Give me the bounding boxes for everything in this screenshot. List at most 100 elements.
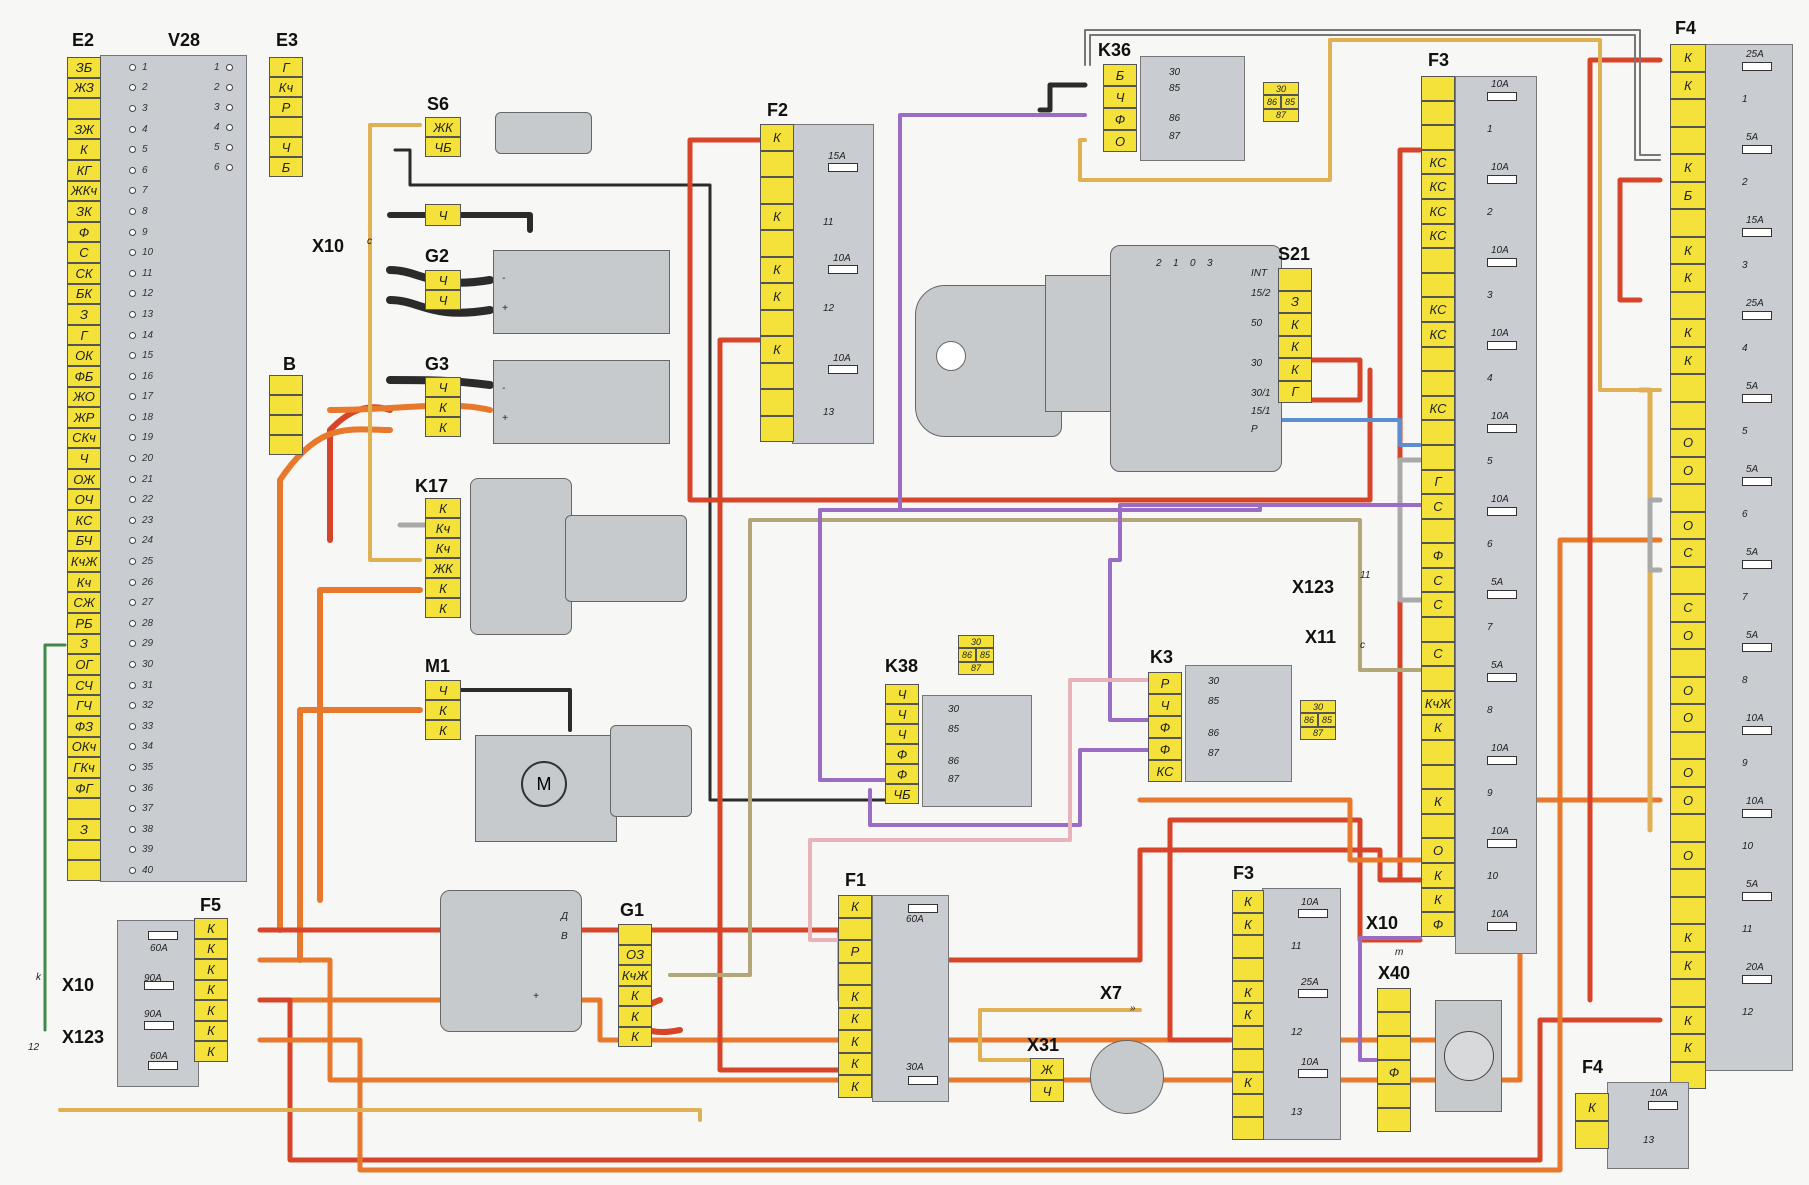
wire — [297, 707, 423, 963]
circuit-number: 9 — [1742, 757, 1748, 769]
connector-cell — [1670, 209, 1706, 237]
circuit-number: 8 — [1742, 674, 1748, 686]
fuse-rating: 5A — [1746, 879, 1759, 890]
x123-left-label: X123 — [62, 1027, 105, 1047]
starter-relay-k17 — [470, 478, 572, 635]
ignition-key — [915, 285, 1062, 437]
pin-number: 1 — [129, 57, 153, 78]
wire — [458, 688, 572, 732]
connector-cell — [1377, 1036, 1411, 1060]
connector-cell: Б — [1103, 64, 1137, 86]
pin-number: 1 — [214, 57, 233, 77]
connector-cell: К — [1421, 715, 1455, 741]
pin-number: 16 — [129, 366, 153, 387]
connector-cell: Б — [1670, 181, 1706, 209]
pin-number: 38 — [129, 819, 153, 840]
wire — [1637, 387, 1653, 833]
wire — [1037, 82, 1088, 113]
fuse-element — [1742, 145, 1772, 154]
g2-plus: + — [502, 303, 508, 314]
battery-g3: - + — [493, 360, 670, 444]
connector-cell: К — [1278, 358, 1312, 381]
pin-number: 25 — [129, 551, 153, 572]
circuit-number: 2 — [1487, 206, 1493, 218]
e3-label: E3 — [276, 30, 299, 50]
wire — [687, 137, 1373, 503]
pin-number: 20 — [129, 448, 153, 469]
connector-cell: СЖ — [67, 592, 101, 614]
connector-cell: Ф — [1421, 543, 1455, 568]
connector-cell: СЧ — [67, 674, 101, 696]
wire — [978, 1008, 1142, 1062]
connector-cell: Г — [269, 57, 303, 77]
s6-label: S6 — [427, 94, 450, 114]
pin-number: 4 — [129, 119, 153, 140]
pin-number: 21 — [129, 469, 153, 490]
connector-cell: ФГ — [67, 777, 101, 799]
connector-cell — [760, 309, 794, 336]
s21-pos-2: 2 — [1156, 258, 1162, 269]
k3-pin-85: 85 — [1208, 696, 1220, 707]
f3b-fuse-3: 10A — [1301, 1057, 1319, 1068]
g1-label: G1 — [620, 900, 645, 920]
k36-pin-85: 85 — [1169, 83, 1181, 94]
connector-cell: ЗБ — [67, 57, 101, 78]
f2-fuse-body: 15A 11 10A 12 10A 13 — [792, 124, 874, 444]
pinout-86: 86 — [1300, 713, 1318, 727]
connector-cell: Б — [269, 157, 303, 177]
connector-cell — [760, 389, 794, 416]
connector-cell: О — [1670, 456, 1706, 484]
connector-cell: К — [760, 283, 794, 310]
connector-cell — [67, 860, 101, 881]
k38-relay-body: 30 85 86 87 — [922, 695, 1032, 807]
f5-fuse-1: 60A — [150, 943, 168, 954]
m1-label: M1 — [425, 656, 451, 676]
f2-num-13: 13 — [823, 407, 835, 418]
ignition-key-shaft — [1045, 275, 1117, 412]
k38-pin-30: 30 — [948, 704, 960, 715]
connector-cell — [1421, 813, 1455, 839]
s21-term-30: 30 — [1251, 358, 1263, 369]
connector-cell: Ф — [1148, 716, 1182, 738]
connector-cell: Ч — [425, 204, 461, 226]
connector-cell: Ч — [1030, 1080, 1064, 1102]
connector-cell: К — [194, 1020, 228, 1041]
connector-cell: БК — [67, 283, 101, 305]
fuse-rating: 15A — [1746, 215, 1764, 226]
f1-label: F1 — [845, 870, 867, 890]
f3b-num-11: 11 — [1291, 941, 1302, 952]
connector-cell: Ч — [885, 724, 919, 744]
connector-cell — [760, 230, 794, 257]
wire — [393, 148, 892, 802]
pin-number: 23 — [129, 510, 153, 531]
x10-left-label: X10 — [62, 975, 95, 995]
connector-cell: ФЗ — [67, 716, 101, 737]
connector-cell: К — [194, 918, 228, 939]
fuse-rating: 10A — [1491, 245, 1509, 256]
connector-cell: К — [1670, 1034, 1706, 1062]
k38-pin-85: 85 — [948, 724, 960, 735]
s21-term-15-1: 15/1 — [1251, 406, 1271, 417]
connector-cell: Г — [1421, 469, 1455, 495]
x7-label: X7 — [1100, 983, 1123, 1003]
connector-cell — [1670, 896, 1706, 924]
x40-sensor — [1435, 1000, 1502, 1112]
fuse-element — [1742, 62, 1772, 71]
fuse-element — [1742, 809, 1772, 818]
f3b-num-12: 12 — [1291, 1027, 1303, 1038]
connector-cell: К — [760, 203, 794, 230]
connector-cell: К — [425, 397, 461, 417]
f3-top-label: F3 — [1428, 50, 1450, 70]
pinout-30: 30 — [958, 635, 994, 649]
connector-cell: БЧ — [67, 530, 101, 552]
connector-cell — [67, 798, 101, 819]
fuse-rating: 10A — [1746, 796, 1764, 807]
f4b-num-13: 13 — [1643, 1135, 1655, 1146]
connector-cell: Г — [67, 324, 101, 346]
connector-cell: Ч — [67, 448, 101, 469]
pinout-87: 87 — [1300, 726, 1336, 740]
